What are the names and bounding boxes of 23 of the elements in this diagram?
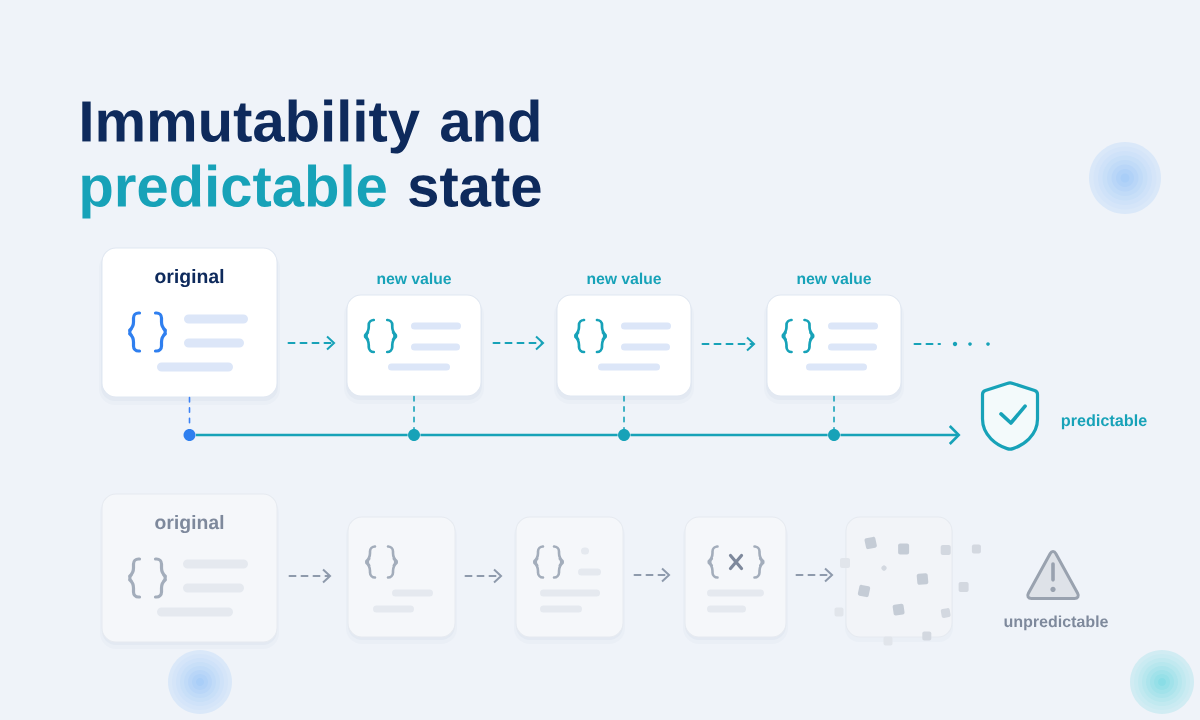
title: Immutability and predictable state	[82, 99, 541, 219]
status-label: unpredictable	[1004, 615, 1108, 631]
dashed-connector-line	[913, 343, 941, 345]
dashed-connector-line	[413, 395, 415, 430]
card-heading: new value	[587, 272, 661, 285]
code-card: original	[100, 493, 279, 649]
dashed-connector-line	[623, 395, 625, 430]
dashed-arrow	[288, 568, 332, 584]
dashed-arrow	[795, 567, 834, 583]
card-heading: new value	[797, 272, 871, 285]
code-card: original	[99, 247, 280, 405]
dashed-arrow	[701, 336, 756, 352]
connector-line	[630, 433, 828, 437]
connector-line	[195, 433, 408, 437]
dashed-connector-line	[833, 395, 835, 430]
dashed-arrow	[633, 567, 671, 583]
connector-line	[420, 433, 618, 437]
dashed-arrow	[464, 568, 503, 584]
dashed-arrow	[492, 335, 545, 351]
status-label: predictable	[1061, 414, 1147, 430]
arrow	[840, 425, 961, 445]
card-heading: new value	[377, 272, 451, 285]
dashed-arrow	[287, 335, 336, 351]
